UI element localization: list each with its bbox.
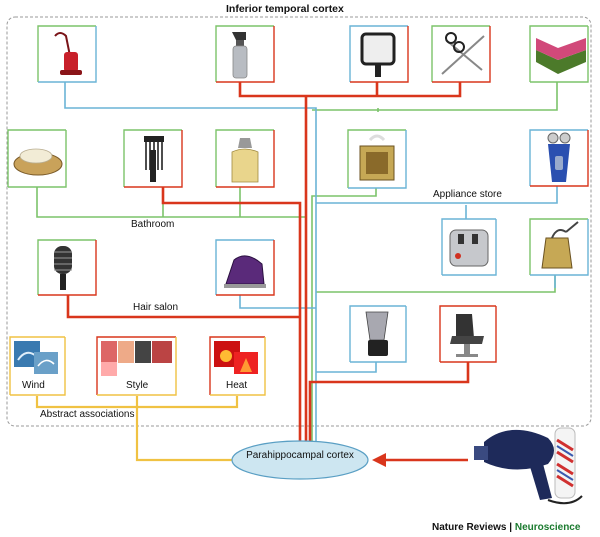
parahippocampal-hub <box>231 440 369 480</box>
context-label-abstract: Abstract associations <box>40 409 135 420</box>
towels-icon <box>529 25 589 83</box>
credit: Nature Reviews | Neuroscience <box>432 522 580 533</box>
credit-separator: | <box>506 522 515 533</box>
diagram-title: Inferior temporal cortex <box>226 3 344 15</box>
lotion-bottle-icon <box>215 129 275 188</box>
hand-mirror-icon <box>349 25 409 83</box>
toaster-icon <box>441 218 497 276</box>
style-label: Style <box>126 380 149 391</box>
tissue-box-icon <box>347 129 407 189</box>
credit-journal: Nature Reviews <box>432 522 507 533</box>
kettle-icon <box>529 218 589 276</box>
cortex-boundary <box>6 16 592 427</box>
hairbrush-icon <box>37 239 97 296</box>
vacuum-cleaner-icon <box>37 25 97 83</box>
style-image <box>96 336 177 396</box>
spray-bottle-icon <box>215 25 275 83</box>
context-label-hair-salon: Hair salon <box>133 302 179 313</box>
context-label-appliance-store: Appliance store <box>433 189 502 200</box>
clothes-iron-icon <box>215 239 275 296</box>
hair-dryer-icon <box>474 429 583 505</box>
soap-dish-icon <box>7 129 67 188</box>
context-label-bathroom: Bathroom <box>131 219 175 230</box>
blender-icon <box>349 305 407 363</box>
appliance-lines <box>64 82 558 445</box>
scissors-icon <box>431 25 491 83</box>
heat-label: Heat <box>226 380 248 391</box>
electric-shaver-icon <box>529 129 589 187</box>
dryer-arrow <box>372 453 468 467</box>
credit-section: Neuroscience <box>514 522 581 533</box>
hub-label: Parahippocampal cortex <box>246 450 354 461</box>
wind-image <box>9 336 66 396</box>
wind-label: Wind <box>22 380 45 391</box>
barber-pole-icon <box>554 427 576 499</box>
comb-icon <box>123 129 183 188</box>
salon-lines <box>66 82 470 445</box>
barber-chair-icon <box>439 305 497 363</box>
heat-image <box>209 336 266 396</box>
abstract-lines <box>35 396 240 462</box>
